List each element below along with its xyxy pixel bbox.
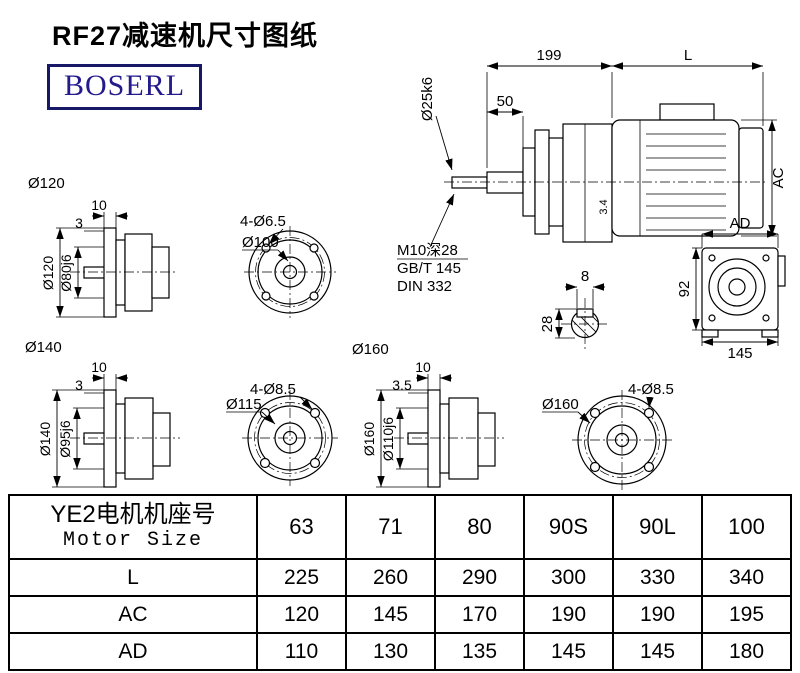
front-view-115-drawing: 4-Ø8.5 Ø115 xyxy=(226,381,338,486)
table-cell: 145 xyxy=(345,595,436,634)
side120-title: Ø120 xyxy=(28,175,65,192)
front-view-100-drawing: 4-Ø6.5 Ø100 xyxy=(240,213,336,318)
side160-dim10-label: 10 xyxy=(415,359,431,375)
side160-title: Ø160 xyxy=(352,341,389,358)
header-en: Motor Size xyxy=(62,529,204,553)
table-cell: 71 xyxy=(345,494,436,560)
dim-50-label: 50 xyxy=(497,93,514,110)
side140-title: Ø140 xyxy=(25,339,62,356)
dim-ac-label: AC xyxy=(770,167,787,188)
section-key-width-label: 8 xyxy=(581,268,589,285)
table-cell: 100 xyxy=(701,494,792,560)
table-cell: 190 xyxy=(612,595,703,634)
table-cell: 170 xyxy=(434,595,525,634)
table-cell: 300 xyxy=(523,558,614,597)
table-row-AD: AD 110 130 135 145 145 180 xyxy=(8,632,792,671)
side-view-120-drawing: Ø120 10 3 Ø120 Ø80j6 xyxy=(28,175,178,318)
front115-dia-label: Ø115 xyxy=(226,396,262,413)
rightview-height-label: 92 xyxy=(676,281,693,298)
side120-flange-dia-label: Ø120 xyxy=(40,256,56,290)
rightview-width-label: 145 xyxy=(727,345,752,362)
table-cell: 340 xyxy=(701,558,792,597)
table-cell: 145 xyxy=(523,632,614,671)
front160-dia-label: Ø160 xyxy=(542,396,579,413)
dim-3-4-label: 3.4 xyxy=(598,199,610,214)
side140-spigot-dia-label: Ø95j6 xyxy=(57,420,73,458)
header-motor-size-cell: YE2电机机座号 Motor Size xyxy=(8,494,258,560)
row-label: AD xyxy=(8,632,258,671)
table-cell: 130 xyxy=(345,632,436,671)
front115-holes-label: 4-Ø8.5 xyxy=(250,381,296,398)
side-view-160-drawing: Ø160 10 3.5 Ø160 Ø110j6 xyxy=(352,341,504,488)
front-view-160-drawing: 4-Ø8.5 Ø160 xyxy=(542,381,674,490)
shaft-section-drawing: 8 28 xyxy=(539,268,609,350)
logo-text: BOSERL xyxy=(64,69,186,102)
row-label: L xyxy=(8,558,258,597)
table-cell: 120 xyxy=(256,595,347,634)
table-cell: 110 xyxy=(256,632,347,671)
side160-spigot-dia-label: Ø110j6 xyxy=(380,417,396,461)
table-cell: 180 xyxy=(701,632,792,671)
note-gbt-label: GB/T 145 xyxy=(397,260,461,277)
side120-dim10-label: 10 xyxy=(91,197,107,213)
side140-flange-dia-label: Ø140 xyxy=(37,422,53,456)
table-cell: 80 xyxy=(434,494,525,560)
side160-dim35-label: 3.5 xyxy=(392,377,412,393)
page-title: RF27减速机尺寸图纸 xyxy=(52,21,319,51)
table-cell: 225 xyxy=(256,558,347,597)
dim-199-label: 199 xyxy=(536,47,561,64)
dim-L-label: L xyxy=(684,47,692,64)
technical-drawing-canvas: 199 L 50 Ø25k6 AC 3.4 M10深28 GB/T 145 DI… xyxy=(25,47,787,490)
table-row-L: L 225 260 290 300 330 340 xyxy=(8,558,792,597)
table-cell: 90L xyxy=(612,494,703,560)
main-assembly-drawing: 199 L 50 Ø25k6 AC 3.4 M10深28 GB/T 145 DI… xyxy=(397,47,787,295)
table-cell: 260 xyxy=(345,558,436,597)
dimension-table: YE2电机机座号 Motor Size 63 71 80 90S 90L 100… xyxy=(8,494,792,671)
front100-holes-label: 4-Ø6.5 xyxy=(240,213,286,230)
side140-dim3-label: 3 xyxy=(75,377,83,393)
header-cn: YE2电机机座号 xyxy=(50,500,216,528)
note-din-label: DIN 332 xyxy=(397,278,452,295)
row-label: AC xyxy=(8,595,258,634)
table-cell: 190 xyxy=(523,595,614,634)
table-cell: 195 xyxy=(701,595,792,634)
section-depth-label: 28 xyxy=(539,316,556,333)
right-side-view-drawing: AD 92 145 xyxy=(676,215,786,362)
table-cell: 145 xyxy=(612,632,703,671)
front160-holes-label: 4-Ø8.5 xyxy=(628,381,674,398)
table-cell: 135 xyxy=(434,632,525,671)
table-cell: 90S xyxy=(523,494,614,560)
table-cell: 330 xyxy=(612,558,703,597)
side140-dim10-label: 10 xyxy=(91,359,107,375)
side120-dim3-label: 3 xyxy=(75,215,83,231)
table-header-row: YE2电机机座号 Motor Size 63 71 80 90S 90L 100 xyxy=(8,494,792,560)
boserl-logo: BOSERL xyxy=(47,64,203,110)
table-cell: 290 xyxy=(434,558,525,597)
table-row-AC: AC 120 145 170 190 190 195 xyxy=(8,595,792,634)
side120-spigot-dia-label: Ø80j6 xyxy=(58,254,74,292)
shaft-diameter-label: Ø25k6 xyxy=(419,77,436,121)
rightview-ad-label: AD xyxy=(730,215,751,232)
note-thread-label: M10深28 xyxy=(397,242,458,259)
side-view-140-drawing: Ø140 10 3 Ø140 Ø95j6 xyxy=(25,339,180,488)
side160-flange-dia-label: Ø160 xyxy=(361,422,377,456)
front100-dia-label: Ø100 xyxy=(242,234,279,251)
table-cell: 63 xyxy=(256,494,347,560)
